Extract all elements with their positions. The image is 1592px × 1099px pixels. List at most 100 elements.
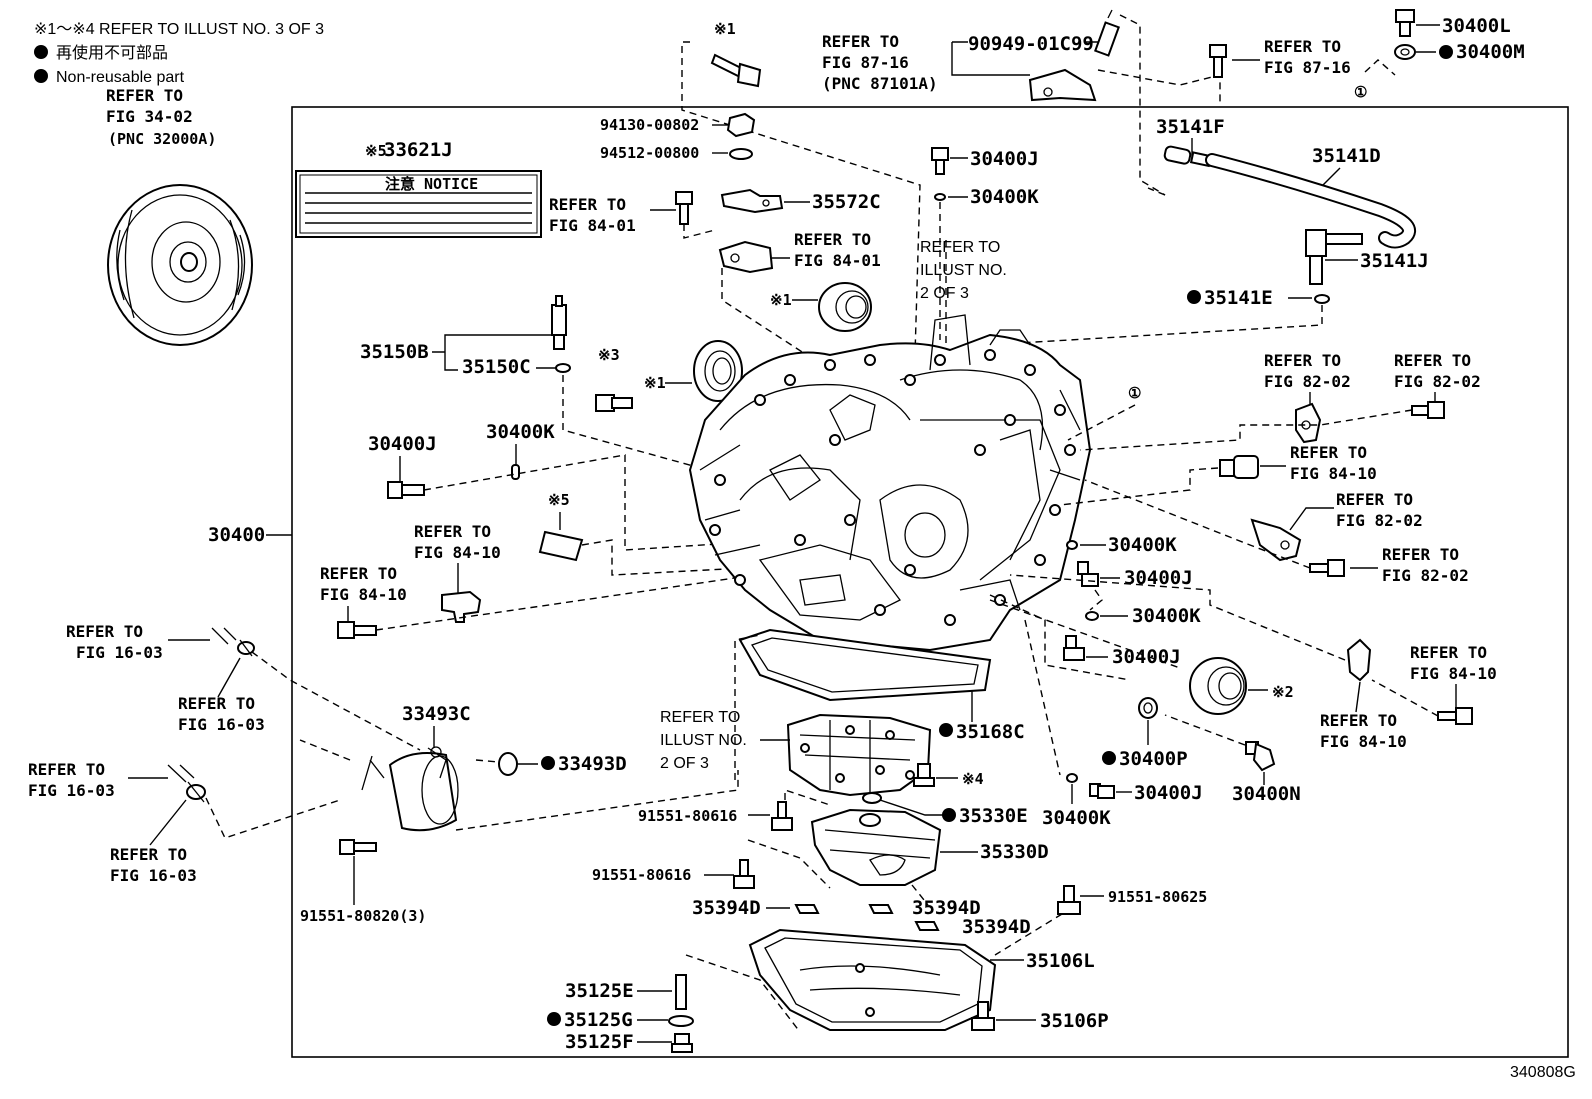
ref-fig-84-10-left2-l2: FIG 84-10: [320, 585, 407, 604]
part-35394D-a: 35394D: [692, 897, 761, 919]
ref-fig-34-02-l1: REFER TO: [106, 86, 183, 105]
part-35125E: 35125E: [565, 980, 634, 1002]
mark-1-mid: ※1: [770, 291, 792, 309]
ref-fig-16-03-c-l1: REFER TO: [28, 760, 105, 779]
part-90949-01C99: 90949-01C99: [968, 33, 1094, 55]
oil-seal-part: [1189, 657, 1247, 715]
mark-4: ※4: [962, 770, 984, 788]
notice-label-title: 注意 NOTICE: [385, 175, 478, 193]
ref-fig-87-16b-l2: FIG 87-16: [1264, 58, 1351, 77]
part-35572C: 35572C: [812, 191, 881, 213]
assembly-frame: [291, 106, 1569, 1058]
oil-cooler-part: [361, 746, 459, 832]
callout-1-mid: ①: [1128, 384, 1141, 402]
part-91551-80616-a: 91551-80616: [638, 807, 737, 825]
part-35330D: 35330D: [980, 841, 1049, 863]
part-35106L: 35106L: [1026, 950, 1095, 972]
ref-fig-84-10-left2-l1: REFER TO: [320, 564, 397, 583]
ref-fig-84-10-left-l2: FIG 84-10: [414, 543, 501, 562]
part-30400K-right-b: 30400K: [1132, 605, 1201, 627]
part-35125G: 35125G: [564, 1009, 633, 1031]
sensor-part: [1346, 638, 1372, 682]
oil-seal-part: [818, 282, 872, 332]
ref-fig-84-01b-l2: FIG 84-01: [794, 251, 881, 270]
hose-fitting-part: [1163, 145, 1213, 168]
hose-clamp-part: [237, 639, 255, 657]
speed-sensor-part: [1094, 9, 1120, 57]
part-91551-80625: 91551-80625: [1108, 888, 1207, 906]
torque-converter: [107, 184, 253, 346]
part-35150B: 35150B: [360, 341, 429, 363]
mark-1-top: ※1: [714, 20, 736, 38]
bolt-part: [1063, 635, 1085, 661]
bolt-part: [710, 53, 762, 88]
mark-1-left: ※1: [644, 374, 666, 392]
ref-fig-82-02-d-l2: FIG 82-02: [1382, 566, 1469, 585]
ref-fig-84-10-a-l1: REFER TO: [1290, 443, 1367, 462]
oil-strainer: [810, 808, 942, 886]
case-bolt-holes: [709, 349, 1076, 626]
plug-part: [595, 394, 633, 412]
bolt-part: [931, 147, 949, 175]
ref-fig-84-01b-l1: REFER TO: [794, 230, 871, 249]
bolt-part: [387, 481, 425, 499]
hose-union-part: [1305, 229, 1363, 285]
non-reusable-bullet-icon: [541, 756, 555, 770]
ref-fig-82-02-a-l2: FIG 82-02: [1264, 372, 1351, 391]
non-reusable-bullet-icon: [939, 723, 953, 737]
non-reusable-bullet-icon: [34, 69, 48, 83]
bolt-part: [1089, 783, 1115, 799]
part-91551-80616-b: 91551-80616: [592, 866, 691, 884]
part-30400J-bottom: 30400J: [1134, 782, 1203, 804]
ref-fig-16-03-a-l1: REFER TO: [66, 622, 143, 641]
ref-illust-2of3b-l1: REFER TO: [660, 709, 740, 726]
part-30400P: 30400P: [1119, 748, 1188, 770]
bolt-part: [913, 763, 935, 787]
ref-fig-82-02-b-l1: REFER TO: [1394, 351, 1471, 370]
part-33621J: 33621J: [384, 139, 453, 161]
part-30400J-right-a: 30400J: [1124, 567, 1193, 589]
part-30400J-top: 30400J: [970, 148, 1039, 170]
part-30400J-left: 30400J: [368, 433, 437, 455]
part-33493C: 33493C: [402, 703, 471, 725]
ref-illust-2of3-l1: REFER TO: [920, 239, 1000, 256]
bracket-part: [720, 188, 784, 214]
part-35141J: 35141J: [1360, 250, 1429, 272]
valve-body: [786, 713, 932, 797]
switch-part: [551, 295, 567, 350]
hose-clamp-part: [186, 781, 206, 803]
ref-fig-34-02-l3: (PNC 32000A): [108, 130, 216, 148]
ref-fig-82-02-a-l1: REFER TO: [1264, 351, 1341, 370]
part-94512-00800: 94512-00800: [600, 144, 699, 162]
ref-fig-16-03-b-l2: FIG 16-03: [178, 715, 265, 734]
ref-fig-16-03-d-l2: FIG 16-03: [110, 866, 197, 885]
sensor-part: [1219, 455, 1259, 479]
o-ring-part: [498, 752, 518, 776]
part-35168C: 35168C: [956, 721, 1025, 743]
part-30400K-top: 30400K: [970, 186, 1039, 208]
ref-fig-84-10-r-l1: REFER TO: [1410, 643, 1487, 662]
mark-5-small: ※5: [548, 491, 570, 509]
mark-3: ※3: [598, 346, 620, 364]
bolt-part: [339, 839, 377, 855]
mark-5-label: ※5: [365, 142, 387, 160]
ref-fig-34-02-l2: FIG 34-02: [106, 107, 193, 126]
ref-fig-16-03-c-l2: FIG 16-03: [28, 781, 115, 800]
non-reusable-bullet-icon: [1439, 45, 1453, 59]
part-30400N: 30400N: [1232, 783, 1301, 805]
bolt-part: [1437, 707, 1473, 725]
drain-plug-part: [971, 1001, 995, 1031]
sensor-part: [718, 240, 774, 274]
part-35330E: 35330E: [959, 805, 1028, 827]
ref-fig-87-16b-l1: REFER TO: [1264, 37, 1341, 56]
ref-fig-84-10-r-l2: FIG 84-10: [1410, 664, 1497, 683]
part-35141F: 35141F: [1156, 116, 1225, 138]
bolt-part: [1077, 561, 1099, 587]
bolt-part: [771, 801, 793, 831]
figure-code: 340808G: [1510, 1064, 1576, 1081]
ref-fig-87-16-l1: REFER TO: [822, 32, 899, 51]
ref-fig-82-02-d-l1: REFER TO: [1382, 545, 1459, 564]
ref-fig-82-02-c-l2: FIG 82-02: [1336, 511, 1423, 530]
plug-part: [671, 1033, 693, 1053]
part-35141D: 35141D: [1312, 145, 1381, 167]
